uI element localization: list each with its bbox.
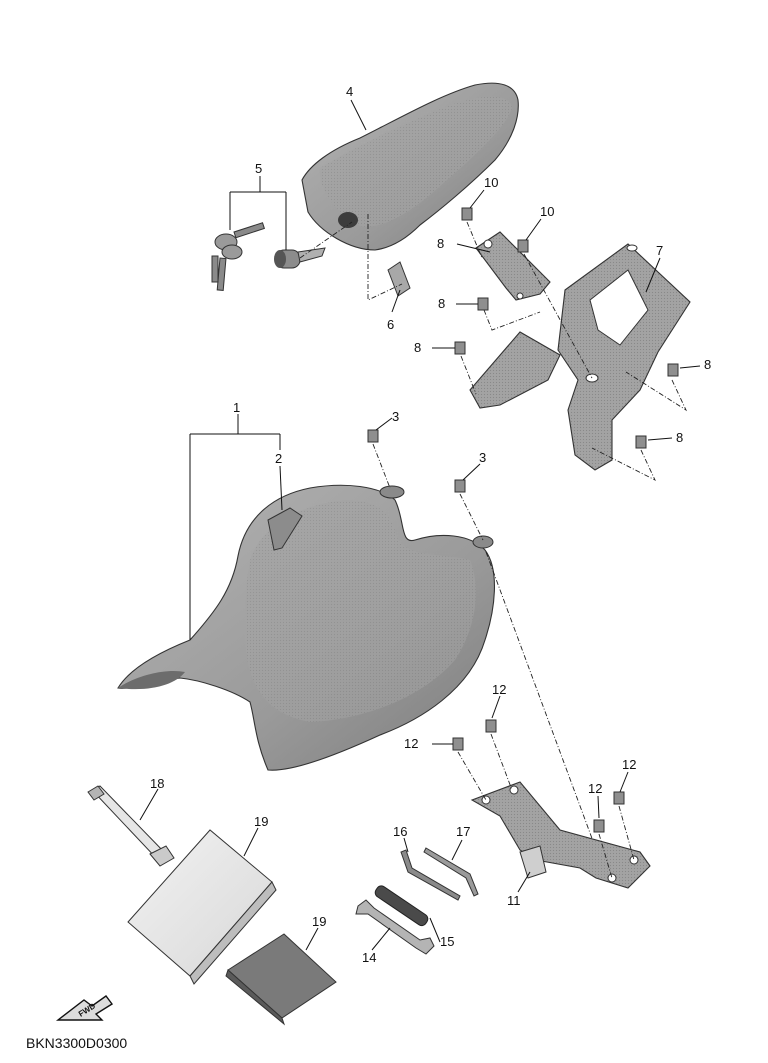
callout-9: 8 (437, 236, 444, 251)
bolt-8c (667, 363, 679, 377)
callout-3a: 3 (392, 409, 399, 424)
callout-14: 15 (440, 934, 454, 949)
bolt-8d (635, 435, 647, 449)
bolt-10b (517, 239, 529, 253)
hex-key (400, 849, 461, 901)
bolt-8b (454, 341, 466, 355)
diagram-code: BKN3300D0300 (26, 1035, 127, 1051)
bolt-12a (485, 719, 497, 733)
callout-7: 7 (656, 243, 663, 258)
seat-bracket (469, 243, 691, 471)
callout-8a: 8 (438, 296, 445, 311)
callout-17: 18 (150, 776, 164, 791)
callout-10a: 10 (484, 175, 498, 190)
seat-hook (267, 507, 303, 551)
callout-8c: 8 (704, 357, 711, 372)
callout-12b: 12 (404, 736, 418, 751)
callout-2: 2 (275, 451, 282, 466)
callout-15: 16 (393, 824, 407, 839)
owners-manual (127, 829, 277, 985)
screwdriver (374, 885, 429, 927)
callout-19: 19 (312, 914, 326, 929)
open-wrench (355, 899, 435, 955)
callout-8b: 8 (414, 340, 421, 355)
callout-5: 5 (255, 161, 262, 176)
small-bracket (475, 231, 551, 301)
bolt-3b (454, 479, 466, 493)
strap (87, 785, 175, 867)
bolt-12b (452, 737, 464, 751)
callout-11: 11 (507, 893, 521, 908)
callout-1: 1 (233, 400, 240, 415)
callout-13: 14 (362, 950, 376, 965)
callout-8d: 8 (676, 430, 683, 445)
bolt-12d (613, 791, 625, 805)
callout-12a: 12 (492, 682, 506, 697)
callout-12d: 12 (622, 757, 636, 772)
bracket-plate (470, 781, 651, 889)
fwd-arrow-icon: FWD (55, 995, 114, 1021)
seat-clip (387, 261, 411, 297)
rear-seat-cowl (301, 82, 519, 251)
key-lock-set (211, 222, 326, 291)
bolt-3a (367, 429, 379, 443)
callout-16: 17 (456, 824, 470, 839)
callout-12c: 12 (588, 781, 602, 796)
callout-4: 4 (346, 84, 353, 99)
callout-6: 6 (387, 317, 394, 332)
bolt-12c (593, 819, 605, 833)
main-seat (117, 484, 495, 771)
callout-3b: 3 (479, 450, 486, 465)
bolt-8a (477, 297, 489, 311)
tool-pouch (225, 933, 337, 1026)
hex-wrench (423, 847, 479, 897)
callout-10b: 10 (540, 204, 554, 219)
bolt-10a (461, 207, 473, 221)
callout-18: 19 (254, 814, 268, 829)
